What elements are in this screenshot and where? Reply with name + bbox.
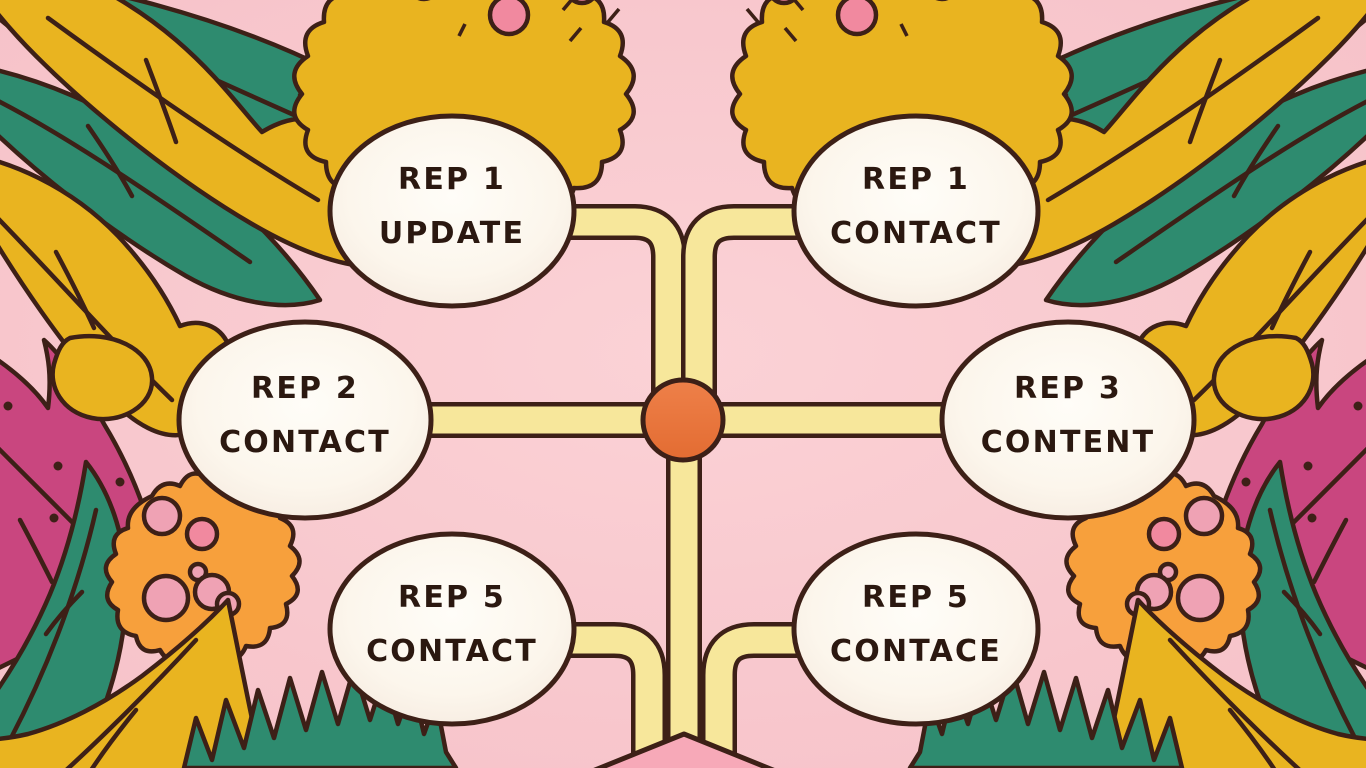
yellow-leaf-vein — [89, 707, 139, 768]
bubble-label-line1: REP 1 — [398, 162, 506, 197]
node-rep-1-update[interactable]: REP 1 UPDATE — [327, 113, 577, 309]
green-leaf-vein — [43, 589, 85, 637]
flower-pink-dot — [1146, 516, 1182, 552]
hub-circle[interactable] — [640, 377, 726, 463]
flower-pink-dot — [141, 573, 191, 623]
gold-blob-tick — [899, 23, 909, 37]
gold-blob-tick — [457, 23, 467, 37]
gold-leaf-vein — [1045, 15, 1321, 203]
magenta-speck — [3, 401, 13, 411]
connector-fill — [685, 208, 808, 420]
magenta-speck — [1241, 477, 1251, 487]
gold-blob-tick — [745, 7, 760, 24]
magenta-speck — [1307, 513, 1317, 523]
orange-flower-cluster — [103, 467, 302, 667]
magenta-speck — [53, 461, 63, 471]
pink-dot — [771, 0, 797, 6]
connector-fill — [560, 208, 683, 420]
green-leaf-vein — [1267, 507, 1359, 743]
magenta-speck — [1303, 461, 1313, 471]
connector-fill — [560, 626, 663, 768]
node-rep-2-contact[interactable]: REP 2 CONTACT — [176, 319, 434, 521]
flower-pink-dot — [1183, 495, 1225, 537]
magenta-speck — [1353, 401, 1363, 411]
yellow-leaf-vein — [65, 637, 199, 768]
gold-blob-tick — [792, 0, 805, 12]
green-leaf-vein — [1231, 123, 1281, 199]
bubble-shape[interactable] — [176, 319, 434, 521]
connector-group — [418, 204, 952, 768]
connector-fill — [705, 626, 808, 768]
bubble-label-line2: CONTENT — [981, 425, 1156, 460]
magenta-speck — [49, 513, 59, 523]
gold-blob-tick — [568, 26, 583, 43]
gold-leaf-vein — [1187, 57, 1223, 145]
gold-leaf-vein — [53, 249, 97, 331]
bubble-label-line1: REP 2 — [251, 371, 359, 406]
gold-oval-bud — [50, 333, 155, 422]
node-rep-1-contact[interactable]: REP 1 CONTACT — [791, 113, 1041, 309]
center-hub[interactable] — [640, 377, 726, 463]
bubble-label-line2: CONTACE — [830, 634, 1002, 669]
link-bottom-left — [560, 622, 667, 768]
gold-blob-tick — [606, 7, 621, 24]
bubble-shape[interactable] — [327, 113, 577, 309]
bubble-label-line1: REP 1 — [862, 162, 970, 197]
gold-blob-tick — [783, 26, 798, 43]
foliage-top-left — [0, 0, 515, 438]
pink-dot — [487, 0, 531, 37]
flower-pink-dot — [184, 516, 220, 552]
bubble-label-line2: UPDATE — [379, 216, 525, 251]
bubble-label-line2: CONTACT — [830, 216, 1002, 251]
bubble-label-line1: REP 3 — [1014, 371, 1122, 406]
green-leaf-vein — [0, 99, 253, 265]
foliage-bottom-left — [0, 333, 459, 768]
bubble-label-line1: REP 5 — [398, 580, 506, 615]
bubble-label-line2: CONTACT — [366, 634, 538, 669]
node-rep-5-contact[interactable]: REP 5 CONTACT — [327, 531, 577, 727]
bubble-shape[interactable] — [939, 319, 1197, 521]
bubble-label-line1: REP 5 — [862, 580, 970, 615]
link-top-right — [681, 204, 808, 420]
gold-leaf-vein — [45, 15, 321, 203]
gold-blob-tick — [561, 0, 574, 12]
green-leaf-vein — [1113, 99, 1366, 265]
magenta-leaf-vein — [17, 517, 55, 585]
green-leaf-vein — [85, 123, 135, 199]
pink-triangle-shape — [593, 731, 775, 768]
bubble-shape[interactable] — [791, 113, 1041, 309]
yellow-leaf-vein — [1167, 637, 1301, 768]
magenta-leaf-vein — [1311, 517, 1349, 585]
magenta-speck — [115, 477, 125, 487]
gold-oval-bud — [1211, 333, 1316, 422]
bottom-center-peak — [593, 731, 775, 768]
green-leaf-vein — [7, 507, 99, 743]
pink-dot — [835, 0, 879, 37]
pink-dot — [569, 0, 595, 6]
bubble-shape[interactable] — [791, 531, 1041, 727]
bubble-shape[interactable] — [327, 531, 577, 727]
gold-leaf-vein — [143, 57, 179, 145]
flower-pink-dot — [1175, 573, 1225, 623]
node-rep-5-contace[interactable]: REP 5 CONTACE — [791, 531, 1041, 727]
bubble-label-line2: CONTACT — [219, 425, 391, 460]
link-top-left — [560, 204, 687, 420]
green-leaf-vein — [1281, 589, 1323, 637]
flower-pink-dot — [141, 495, 183, 537]
link-bottom-right — [701, 622, 808, 768]
node-rep-3-content[interactable]: REP 3 CONTENT — [939, 319, 1197, 521]
gold-leaf-vein — [1269, 249, 1313, 331]
yellow-leaf-vein — [1227, 707, 1277, 768]
